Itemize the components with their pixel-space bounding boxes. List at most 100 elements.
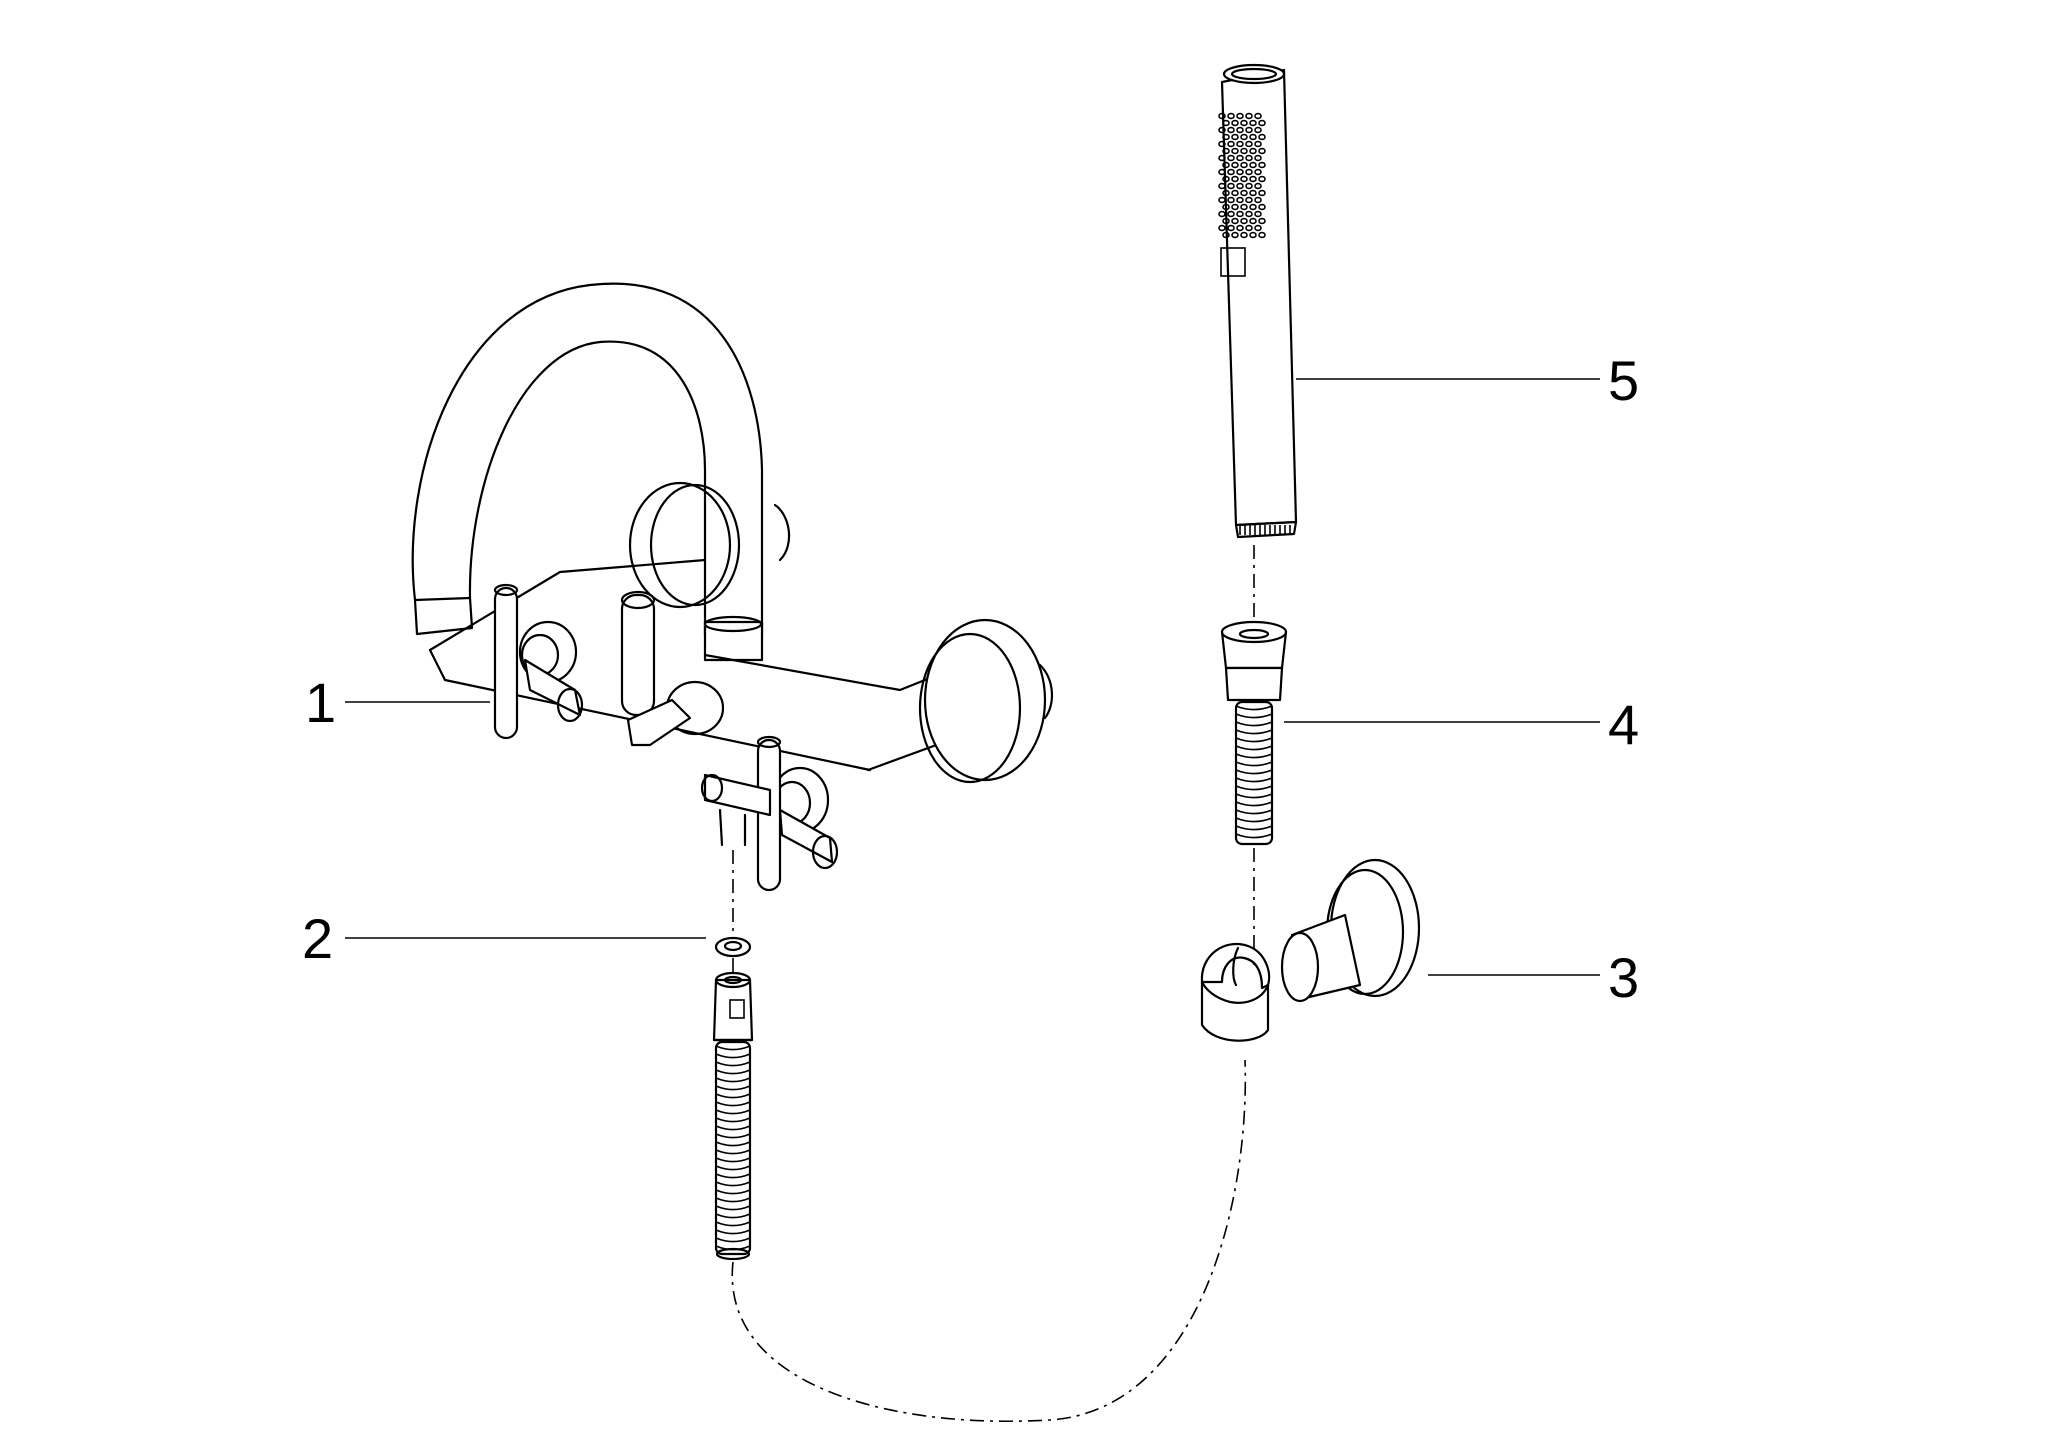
hose-rib (715, 1197, 751, 1203)
callout-number-4: 4 (1608, 693, 1639, 756)
hose-rib (715, 1085, 751, 1091)
nozzle-dot (1245, 224, 1253, 232)
hose-rib (715, 1093, 751, 1099)
hose-rib (1235, 769, 1273, 775)
nozzle-dot (1245, 112, 1253, 120)
hose-rib (1235, 745, 1273, 751)
hose-rib (715, 1077, 751, 1083)
nozzle-dot (1254, 154, 1262, 162)
nozzle-dot (1218, 224, 1226, 232)
nozzle-dot (1258, 203, 1266, 211)
callout-number-3: 3 (1608, 946, 1639, 1009)
nozzle-dot (1240, 203, 1248, 211)
hose-rib (715, 1141, 751, 1147)
nozzle-dot (1240, 119, 1248, 127)
nozzle-dot (1222, 189, 1230, 197)
hose-rib (715, 1229, 751, 1235)
nozzle-dot (1222, 175, 1230, 183)
nozzle-dot (1258, 161, 1266, 169)
nozzle-dot (1218, 168, 1226, 176)
nozzle-dot (1231, 147, 1239, 155)
hose-rib (1235, 793, 1273, 799)
nozzle-dot (1245, 140, 1253, 148)
nozzle-dot (1222, 161, 1230, 169)
callout-2: 2 (302, 907, 706, 970)
nozzle-dot (1240, 189, 1248, 197)
hose-rib (1235, 721, 1273, 727)
callout-3: 3 (1428, 946, 1639, 1009)
hose-rib (1235, 801, 1273, 807)
nozzle-dot (1227, 112, 1235, 120)
nozzle-dot (1222, 133, 1230, 141)
wall-mixer-with-spout (411, 282, 1053, 892)
nozzle-dot (1249, 189, 1257, 197)
nozzle-dot (1222, 217, 1230, 225)
nozzle-dot (1240, 217, 1248, 225)
hose-rib (715, 1157, 751, 1163)
hose-rib (715, 1045, 751, 1051)
nozzle-dot (1222, 147, 1230, 155)
nozzle-dot (1240, 133, 1248, 141)
nozzle-dot (1231, 217, 1239, 225)
nozzle-dot (1249, 231, 1257, 239)
nozzle-dot (1254, 182, 1262, 190)
callout-1: 1 (305, 671, 490, 734)
hose-rib (715, 1069, 751, 1075)
hose-rib (1235, 777, 1273, 783)
hand-shower (1218, 63, 1298, 539)
nozzle-dot (1258, 217, 1266, 225)
hose-rib (715, 1101, 751, 1107)
nozzle-dot (1218, 112, 1226, 120)
nozzle-dot (1222, 119, 1230, 127)
nozzle-dot (1258, 175, 1266, 183)
nozzle-dot (1258, 147, 1266, 155)
nozzle-dot (1227, 140, 1235, 148)
nozzle-dot (1249, 119, 1257, 127)
nozzle-dot (1236, 210, 1244, 218)
hose-rib (715, 1165, 751, 1171)
nozzle-dot (1236, 140, 1244, 148)
nozzle-dot (1218, 126, 1226, 134)
nozzle-dot (1227, 168, 1235, 176)
nozzle-dot (1231, 189, 1239, 197)
nozzle-dot (1258, 189, 1266, 197)
hose-rib (1235, 705, 1273, 711)
hose-rib (715, 1109, 751, 1115)
nozzle-dot (1254, 196, 1262, 204)
hose-rib (715, 1133, 751, 1139)
nozzle-dot (1222, 231, 1230, 239)
hose-rib (715, 1205, 751, 1211)
nozzle-dot (1227, 196, 1235, 204)
nozzle-dot (1231, 133, 1239, 141)
hose-rib (1235, 729, 1273, 735)
hose-rib (1235, 785, 1273, 791)
shower-hose (1220, 620, 1288, 846)
hose-rib (715, 1117, 751, 1123)
hose-rib (1235, 737, 1273, 743)
nozzle-dot (1227, 210, 1235, 218)
hose-rib (1235, 825, 1273, 831)
nozzle-dot (1245, 196, 1253, 204)
nozzle-dot (1236, 126, 1244, 134)
hose-rib (715, 1213, 751, 1219)
hose-rib (715, 1237, 751, 1243)
nozzle-dot (1254, 112, 1262, 120)
nozzle-dot (1240, 231, 1248, 239)
callout-5: 5 (1296, 349, 1639, 412)
hose-rib (715, 1053, 751, 1059)
nozzle-dot (1236, 168, 1244, 176)
hose-rib (715, 1125, 751, 1131)
nozzle-dot (1254, 224, 1262, 232)
nozzle-dot (1245, 126, 1253, 134)
nozzle-dot (1231, 175, 1239, 183)
nozzle-dot (1249, 147, 1257, 155)
nozzle-dot (1227, 126, 1235, 134)
callout-number-1: 1 (305, 671, 336, 734)
nozzle-dot (1240, 175, 1248, 183)
nozzle-dot (1218, 140, 1226, 148)
nozzle-dot (1218, 196, 1226, 204)
hose-rib (715, 1173, 751, 1179)
nozzle-dot (1240, 147, 1248, 155)
nozzle-dot (1218, 182, 1226, 190)
